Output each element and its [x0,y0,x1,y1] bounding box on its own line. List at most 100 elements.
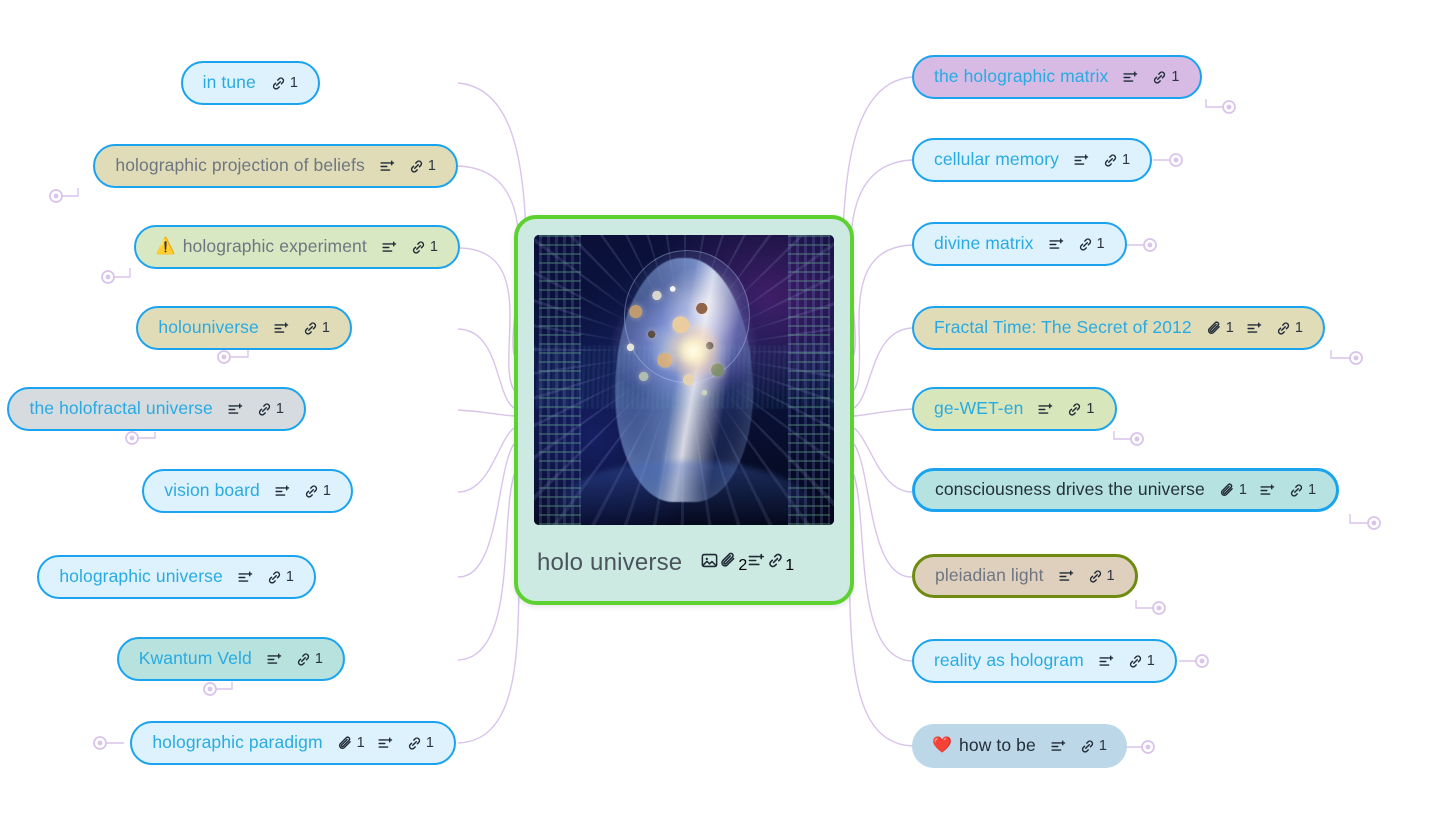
node-the-holofractal-universe[interactable]: the holofractal universe 1 [7,387,306,431]
meta-link-icon[interactable]: 1 [1087,568,1115,585]
meta-note-outline-icon[interactable] [1259,482,1276,499]
meta-image-icon[interactable] [700,553,719,574]
collapse-handle-consciousness-drives-the-universe[interactable] [1367,516,1381,530]
meta-link-icon[interactable]: 1 [1066,401,1094,418]
meta-note-outline-icon[interactable] [1048,236,1065,253]
meta-count: 1 [1308,482,1317,498]
meta-note-outline-icon[interactable] [1122,69,1139,86]
collapse-handle-fractal-time-the-secret-of-2012[interactable] [1349,351,1363,365]
paperclip-icon [337,735,354,752]
node-label: divine matrix [934,233,1034,254]
meta-note-outline-icon[interactable] [227,401,244,418]
meta-note-outline-icon[interactable] [747,553,766,574]
meta-paperclip-icon[interactable]: 2 [719,552,748,574]
meta-paperclip-icon[interactable]: 1 [337,735,365,752]
meta-note-outline-icon[interactable] [266,651,283,668]
meta-link-icon[interactable]: 1 [270,75,298,92]
collapse-handle-how-to-be[interactable] [1141,740,1155,754]
collapse-handle-holouniverse[interactable] [217,350,231,364]
meta-link-icon[interactable]: 1 [256,401,284,418]
meta-link-icon[interactable]: 1 [302,320,330,337]
node-meta: 1 [1073,152,1130,169]
meta-count: 1 [785,557,795,574]
meta-link-icon[interactable]: 1 [406,735,434,752]
meta-count: 1 [356,735,365,751]
collapse-handle-holographic-paradigm[interactable] [93,736,107,750]
meta-link-icon[interactable]: 1 [1275,320,1303,337]
edge-holographic-universe [457,443,515,578]
note-outline-icon [747,551,766,570]
collapse-handle-divine-matrix[interactable] [1143,238,1157,252]
meta-note-outline-icon[interactable] [379,158,396,175]
meta-note-outline-icon[interactable] [273,320,290,337]
collapse-handle-pleiadian-light[interactable] [1152,601,1166,615]
meta-link-icon[interactable]: 1 [766,553,795,574]
meta-count: 2 [738,557,748,574]
node-pleiadian-light[interactable]: pleiadian light 1 [912,554,1138,598]
meta-count: 1 [1096,236,1105,252]
node-meta: 1 [273,320,330,337]
link-icon [408,158,425,175]
node-holouniverse[interactable]: holouniverse 1 [136,306,352,350]
meta-link-icon[interactable]: 1 [1079,738,1107,755]
meta-note-outline-icon[interactable] [1246,320,1263,337]
meta-note-outline-icon[interactable] [381,239,398,256]
edge-reality-as-hologram [851,469,913,662]
meta-link-icon[interactable]: 1 [1151,69,1179,86]
meta-link-icon[interactable]: 1 [410,239,438,256]
collapse-handle-the-holofractal-universe[interactable] [125,431,139,445]
note-outline-icon [1098,653,1115,670]
meta-paperclip-icon[interactable]: 1 [1219,482,1247,499]
meta-note-outline-icon[interactable] [1050,738,1067,755]
collapse-handle-the-holographic-matrix[interactable] [1222,100,1236,114]
link-icon [1079,738,1096,755]
collapse-handle-holographic-experiment[interactable] [101,270,115,284]
collapse-handle-cellular-memory[interactable] [1169,153,1183,167]
meta-note-outline-icon[interactable] [1073,152,1090,169]
note-outline-icon [377,735,394,752]
link-icon [303,483,320,500]
meta-note-outline-icon[interactable] [377,735,394,752]
collapse-handle-holographic-projection-of-beliefs[interactable] [49,189,63,203]
paperclip-icon [1219,482,1236,499]
node-label: holouniverse [158,317,259,338]
meta-link-icon[interactable]: 1 [1102,152,1130,169]
collapse-handle-kwantum-veld[interactable] [203,682,217,696]
note-outline-icon [266,651,283,668]
meta-link-icon[interactable]: 1 [295,651,323,668]
node-divine-matrix[interactable]: divine matrix 1 [912,222,1127,266]
meta-link-icon[interactable]: 1 [1077,236,1105,253]
meta-paperclip-icon[interactable]: 1 [1206,320,1234,337]
collapse-handle-reality-as-hologram[interactable] [1195,654,1209,668]
meta-note-outline-icon[interactable] [1098,653,1115,670]
meta-link-icon[interactable]: 1 [1127,653,1155,670]
meta-link-icon[interactable]: 1 [1288,482,1316,499]
meta-link-icon[interactable]: 1 [266,569,294,586]
node-label: pleiadian light [935,565,1044,586]
meta-note-outline-icon[interactable] [237,569,254,586]
meta-note-outline-icon[interactable] [1037,401,1054,418]
stub-he [114,268,131,278]
meta-link-icon[interactable]: 1 [303,483,331,500]
collapse-handle-ge-wet-en[interactable] [1130,432,1144,446]
node-label: the holofractal universe [29,398,213,419]
stub-thm [1205,99,1223,108]
meta-note-outline-icon[interactable] [1058,568,1075,585]
meta-note-outline-icon[interactable] [274,483,291,500]
meta-link-icon[interactable]: 1 [408,158,436,175]
